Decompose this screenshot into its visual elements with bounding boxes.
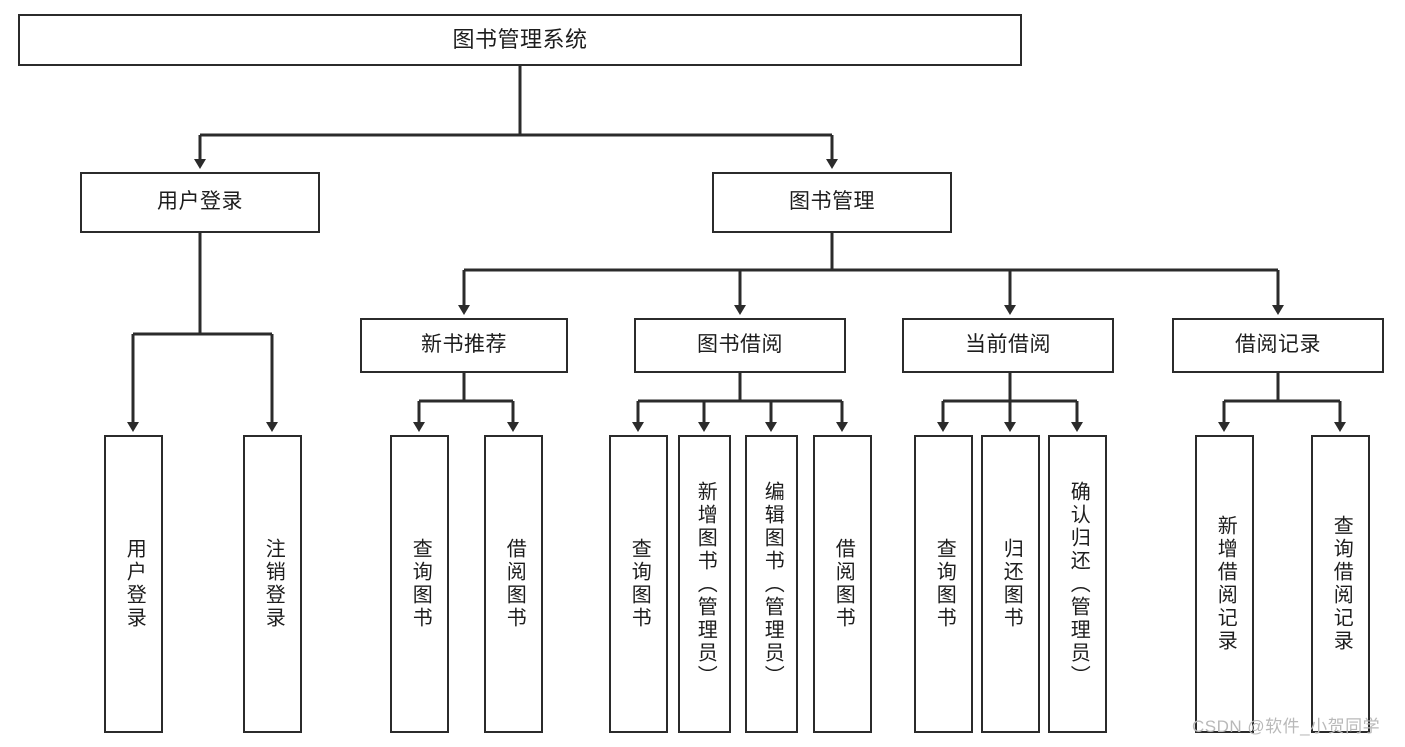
leaf-user-login-login[interactable]: 用户登录	[104, 435, 163, 733]
leaf-borrow-borrow-book[interactable]: 借阅图书	[813, 435, 872, 733]
node-new-book-recommend-label: 新书推荐	[421, 333, 507, 357]
leaf-new-book-borrow[interactable]: 借阅图书	[484, 435, 543, 733]
node-book-borrow[interactable]: 图书借阅	[634, 318, 846, 373]
node-user-login[interactable]: 用户登录	[80, 172, 320, 233]
node-current-borrow[interactable]: 当前借阅	[902, 318, 1114, 373]
node-new-book-recommend[interactable]: 新书推荐	[360, 318, 568, 373]
leaf-borrow-query-book[interactable]: 查询图书	[609, 435, 668, 733]
node-root[interactable]: 图书管理系统	[18, 14, 1022, 66]
leaf-records-query-record[interactable]: 查询借阅记录	[1311, 435, 1370, 733]
leaf-current-confirm-return[interactable]: 确认归还（管理员）	[1048, 435, 1107, 733]
leaf-current-query-book[interactable]: 查询图书	[914, 435, 973, 733]
leaf-current-return-book-label: 归还图书	[1000, 538, 1023, 630]
leaf-borrow-edit-book[interactable]: 编辑图书（管理员）	[745, 435, 798, 733]
leaf-records-add-record-label: 新增借阅记录	[1214, 515, 1237, 653]
leaf-borrow-borrow-book-label: 借阅图书	[832, 538, 855, 630]
leaf-borrow-add-book[interactable]: 新增图书（管理员）	[678, 435, 731, 733]
leaf-borrow-edit-book-label: 编辑图书（管理员）	[761, 480, 784, 688]
leaf-user-login-logout-label: 注销登录	[262, 538, 285, 630]
leaf-user-login-logout[interactable]: 注销登录	[243, 435, 302, 733]
leaf-current-confirm-return-label: 确认归还（管理员）	[1067, 480, 1090, 688]
leaf-new-book-borrow-label: 借阅图书	[503, 538, 526, 630]
node-borrow-records[interactable]: 借阅记录	[1172, 318, 1384, 373]
leaf-records-query-record-label: 查询借阅记录	[1330, 515, 1353, 653]
leaf-records-add-record[interactable]: 新增借阅记录	[1195, 435, 1254, 733]
leaf-user-login-login-label: 用户登录	[123, 538, 146, 630]
leaf-current-return-book[interactable]: 归还图书	[981, 435, 1040, 733]
leaf-new-book-query-label: 查询图书	[409, 538, 432, 630]
node-current-borrow-label: 当前借阅	[965, 333, 1051, 357]
node-book-borrow-label: 图书借阅	[697, 333, 783, 357]
leaf-borrow-add-book-label: 新增图书（管理员）	[694, 480, 717, 688]
node-book-management[interactable]: 图书管理	[712, 172, 952, 233]
csdn-watermark: CSDN @软件_小贺同学	[1192, 717, 1381, 736]
node-borrow-records-label: 借阅记录	[1235, 333, 1321, 357]
leaf-borrow-query-book-label: 查询图书	[628, 538, 651, 630]
node-root-label: 图书管理系统	[452, 27, 588, 53]
node-user-login-label: 用户登录	[157, 190, 243, 214]
leaf-current-query-book-label: 查询图书	[933, 538, 956, 630]
leaf-new-book-query[interactable]: 查询图书	[390, 435, 449, 733]
node-book-management-label: 图书管理	[789, 190, 875, 214]
